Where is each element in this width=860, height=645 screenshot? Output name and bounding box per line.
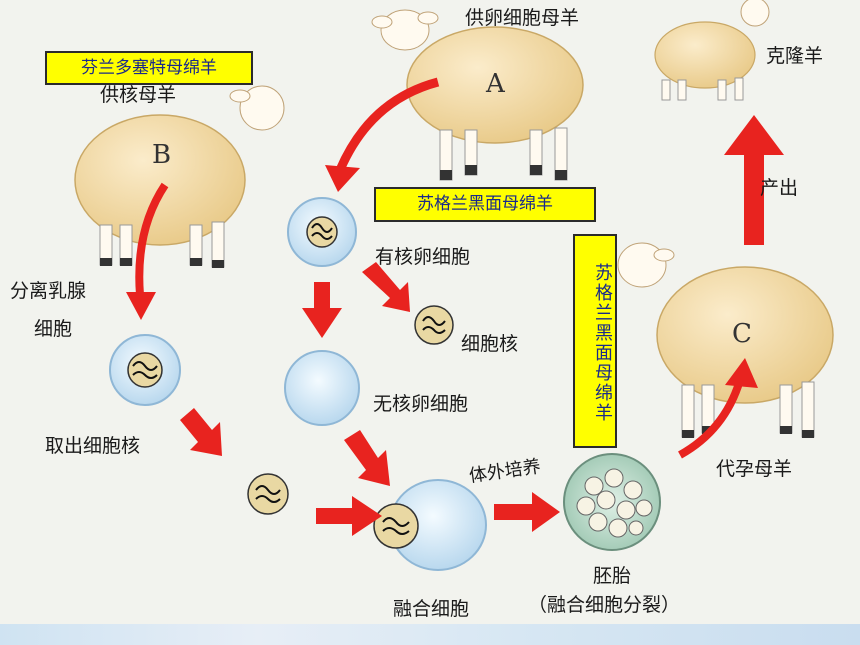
arrow-b-to-cell-head [126, 292, 156, 320]
label-fused-cell: 融合细胞 [393, 598, 469, 620]
arrow-egg-down-head [302, 308, 342, 338]
label-extract-nucleus: 取出细胞核 [45, 435, 140, 457]
label-isolate-mammary-2: 细胞 [34, 318, 72, 340]
nucleated-egg-cell [287, 197, 357, 267]
sheep-b-letter: B [152, 140, 171, 170]
sheep-a [371, 9, 584, 181]
arrows [126, 77, 784, 536]
sheep-b [74, 85, 285, 268]
label-cell-nucleus: 细胞核 [461, 333, 518, 355]
sheep-c-letter: C [732, 319, 752, 349]
sheep-a-letter: A [485, 69, 506, 99]
mammary-cell [109, 334, 181, 406]
label-nucleus-donor-ewe: 供核母羊 [100, 84, 176, 106]
label-embryo-note: （融合细胞分裂） [528, 594, 680, 616]
label-born: 产出 [760, 177, 798, 199]
label-enucleated-egg: 无核卵细胞 [373, 393, 468, 415]
cell-nucleus [414, 305, 454, 345]
label-embryo: 胚胎 [593, 565, 631, 587]
arrow-c-to-clone [724, 115, 784, 245]
tag-finn-dorset: 芬兰多塞特母绵羊 [45, 51, 253, 85]
arrow-b-to-cell [135, 182, 169, 296]
arrow-nucleus-to-fused-head [352, 496, 382, 536]
label-egg-donor-ewe: 供卵细胞母羊 [465, 7, 579, 29]
arrow-egg-to-fused [344, 430, 390, 486]
label-isolate-mammary-1: 分离乳腺 [10, 280, 86, 302]
arrow-fused-to-embryo-head [532, 492, 560, 532]
extracted-nucleus [247, 473, 289, 515]
arrow-egg-to-nucleus [362, 262, 410, 312]
fused-cell [373, 479, 487, 571]
tag-scottish-blackface-1: 苏格兰黑面母绵羊 [374, 187, 596, 222]
bottom-band [0, 624, 860, 645]
label-clone-sheep: 克隆羊 [766, 45, 823, 67]
label-nucleated-egg: 有核卵细胞 [375, 246, 470, 268]
sheep-c [617, 242, 834, 438]
embryo [563, 453, 661, 551]
clone-sheep [654, 0, 770, 101]
tag-scottish-blackface-2: 苏格兰黑面母绵羊 [573, 234, 617, 448]
label-in-vitro-culture: 体外培养 [468, 456, 542, 487]
label-surrogate-ewe: 代孕母羊 [716, 458, 792, 480]
arrow-embryo-to-c-head [725, 358, 758, 388]
arrow-a-to-egg [335, 77, 440, 172]
arrow-cell-to-nucleus [180, 408, 222, 456]
arrow-a-to-egg-head [325, 165, 360, 192]
arrow-embryo-to-c [678, 378, 744, 459]
enucleated-egg-cell [284, 350, 360, 426]
